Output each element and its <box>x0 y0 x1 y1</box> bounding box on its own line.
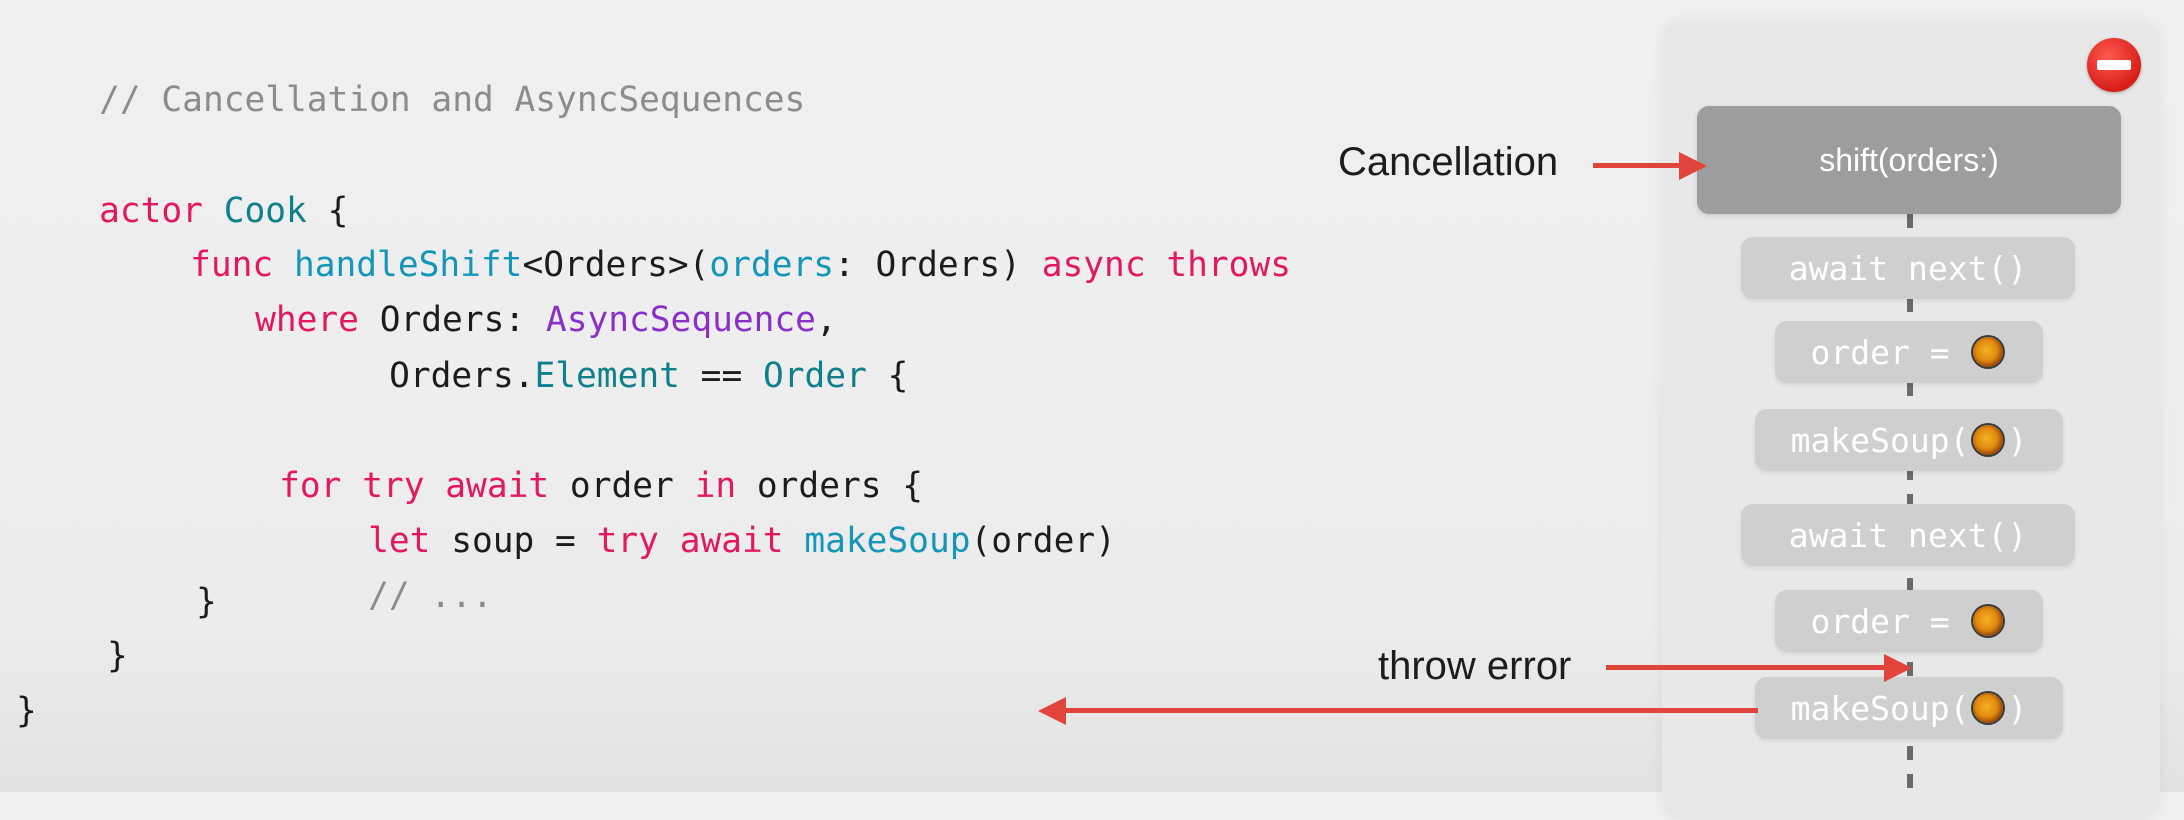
keyword: try <box>596 521 659 561</box>
timeline-dash <box>1907 298 1913 312</box>
timeline-dash <box>1907 466 1913 480</box>
step-make-soup-2: makeSoup() <box>1755 677 2063 739</box>
stop-sign-icon <box>2087 38 2141 92</box>
keyword: let <box>368 521 431 561</box>
return-arrow-head <box>1038 697 1066 725</box>
code-close-mid: } <box>107 632 128 680</box>
type-name: Cook <box>223 191 307 231</box>
type-lhs: Orders: <box>379 300 526 340</box>
code-line-func: func handleShift<Orders>(orders: Orders)… <box>107 193 1291 285</box>
keyword: in <box>694 466 737 506</box>
type-name: Order <box>763 356 867 396</box>
comment-text: // Cancellation and AsyncSequences <box>99 80 806 120</box>
step-text: order = <box>1810 601 1970 641</box>
code-line-let: let soup = try await makeSoup(order) <box>285 469 1116 561</box>
cancellation-arrow-shaft <box>1593 163 1681 168</box>
code-line-for: for try await order in orders { <box>196 414 923 506</box>
keyword: func <box>190 245 274 285</box>
timeline-dash <box>1907 578 1913 592</box>
cancellation-arrow-head <box>1679 152 1707 180</box>
throw-error-label: throw error <box>1378 644 1572 688</box>
step-await-next-2: await next() <box>1741 504 2075 566</box>
stop-sign-bar <box>2097 60 2131 70</box>
code-line-ellipsis: // ... <box>285 524 493 616</box>
step-text: makeSoup( <box>1790 420 1970 460</box>
code-comment-header: // Cancellation and AsyncSequences <box>16 28 805 120</box>
args: (order) <box>970 521 1116 561</box>
type-lhs: Orders. <box>389 356 535 396</box>
param-name: orders <box>709 245 835 285</box>
step-text: await next() <box>1788 248 2028 288</box>
keyword: for <box>279 466 342 506</box>
cancellation-label: Cancellation <box>1338 140 1559 184</box>
step-text: makeSoup( <box>1790 688 1970 728</box>
param-type: : Orders) <box>834 245 1021 285</box>
brace: } <box>196 582 217 622</box>
timeline-dash <box>1907 746 1913 760</box>
code-close-inner: } <box>196 578 217 626</box>
soup-bowl-icon <box>1973 606 2004 636</box>
member-name: Element <box>534 356 680 396</box>
punct: { <box>306 191 349 231</box>
code-line-actor: actor Cook { <box>16 139 348 231</box>
step-suffix: ) <box>2007 420 2028 460</box>
throw-arrow-shaft <box>1606 665 1888 670</box>
step-make-soup-1: makeSoup() <box>1755 409 2063 471</box>
soup-bowl-icon <box>1973 337 2004 367</box>
step-suffix: ) <box>2007 688 2028 728</box>
operator: == <box>679 356 763 396</box>
keyword: throws <box>1166 245 1291 285</box>
brace: } <box>16 691 37 731</box>
timeline-dash <box>1907 382 1913 396</box>
keyword: async <box>1041 245 1146 285</box>
function-name: handleShift <box>293 245 523 285</box>
protocol-name: AsyncSequence <box>545 300 816 340</box>
step-text: order = <box>1810 332 1970 372</box>
timeline-dash <box>1907 214 1913 228</box>
generic: <Orders>( <box>522 245 710 285</box>
task-shift-box: shift(orders:) <box>1697 106 2121 214</box>
task-shift-label: shift(orders:) <box>1819 141 1999 178</box>
punct: , <box>815 300 837 340</box>
step-await-next-1: await next() <box>1741 237 2075 299</box>
punct: { <box>866 356 909 396</box>
step-order-assign-1: order = <box>1775 321 2043 383</box>
sequence: orders { <box>756 466 924 506</box>
step-order-assign-2: order = <box>1775 590 2043 652</box>
variable: order <box>569 466 674 506</box>
timeline-dash <box>1907 774 1913 788</box>
step-text: await next() <box>1788 515 2028 555</box>
soup-bowl-icon <box>1973 425 2004 455</box>
code-line-where: where Orders: AsyncSequence, <box>172 248 837 340</box>
variable: soup = <box>451 521 597 561</box>
keyword: await <box>445 466 550 506</box>
comment-text: // ... <box>368 576 493 616</box>
timeline-dash <box>1907 494 1913 508</box>
throw-arrow-head <box>1884 654 1912 682</box>
return-arrow-shaft <box>1064 708 1758 713</box>
keyword: where <box>255 300 359 340</box>
keyword: await <box>679 521 784 561</box>
soup-bowl-icon <box>1973 693 2004 723</box>
code-line-element: Orders.Element == Order { <box>306 304 908 396</box>
keyword: actor <box>99 191 203 231</box>
function-name: makeSoup <box>804 521 971 561</box>
brace: } <box>107 636 128 676</box>
code-close-outer: } <box>16 687 37 735</box>
keyword: try <box>362 466 425 506</box>
